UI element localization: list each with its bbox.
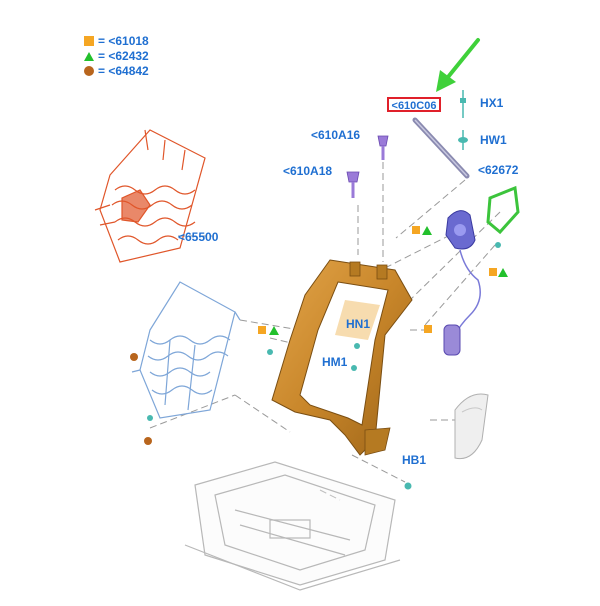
triangle-marker-icon [84,51,94,61]
small-fasteners [147,242,501,490]
callout-hx1[interactable]: HX1 [480,96,504,110]
pin-610a18 [346,171,360,198]
lumbar-motor-assembly [443,210,481,356]
callout-hw1[interactable]: HW1 [480,133,507,147]
bracket-62672 [486,185,520,235]
callout-610a18[interactable]: <610A18 [283,164,333,178]
circle-marker-icon [84,66,94,76]
seat-back-heater-mat [94,129,206,263]
headrest-guide-rod [412,117,470,179]
callout-hb1[interactable]: HB1 [402,453,427,467]
legend-item-circle: = <64842 [84,64,149,78]
legend-text: = <61018 [98,34,149,48]
legend-item-square: = <61018 [84,34,149,48]
green-arrow-icon [436,38,480,92]
legend-text: = <64842 [98,64,149,78]
pin-610a16 [377,135,389,160]
leader-lines [149,162,501,501]
legend-text: = <62432 [98,49,149,63]
callout-65500[interactable]: <65500 [178,230,219,244]
seat-back-frame [271,259,413,456]
fastener-hx1 [460,90,466,118]
square-marker-icon [84,36,94,46]
callout-highlighted-part[interactable]: <610C06 [387,97,441,112]
legend-item-triangle: = <62432 [84,49,149,63]
diagram-markers [130,226,508,445]
seat-back-suspension-mat [131,281,241,419]
callout-hn1[interactable]: HN1 [346,317,371,331]
side-shield-cover [454,393,489,460]
seat-track-base [184,461,401,591]
fastener-hw1 [458,130,468,150]
callout-62672[interactable]: <62672 [478,163,519,177]
callout-610a16[interactable]: <610A16 [311,128,361,142]
callout-hm1[interactable]: HM1 [322,355,348,369]
